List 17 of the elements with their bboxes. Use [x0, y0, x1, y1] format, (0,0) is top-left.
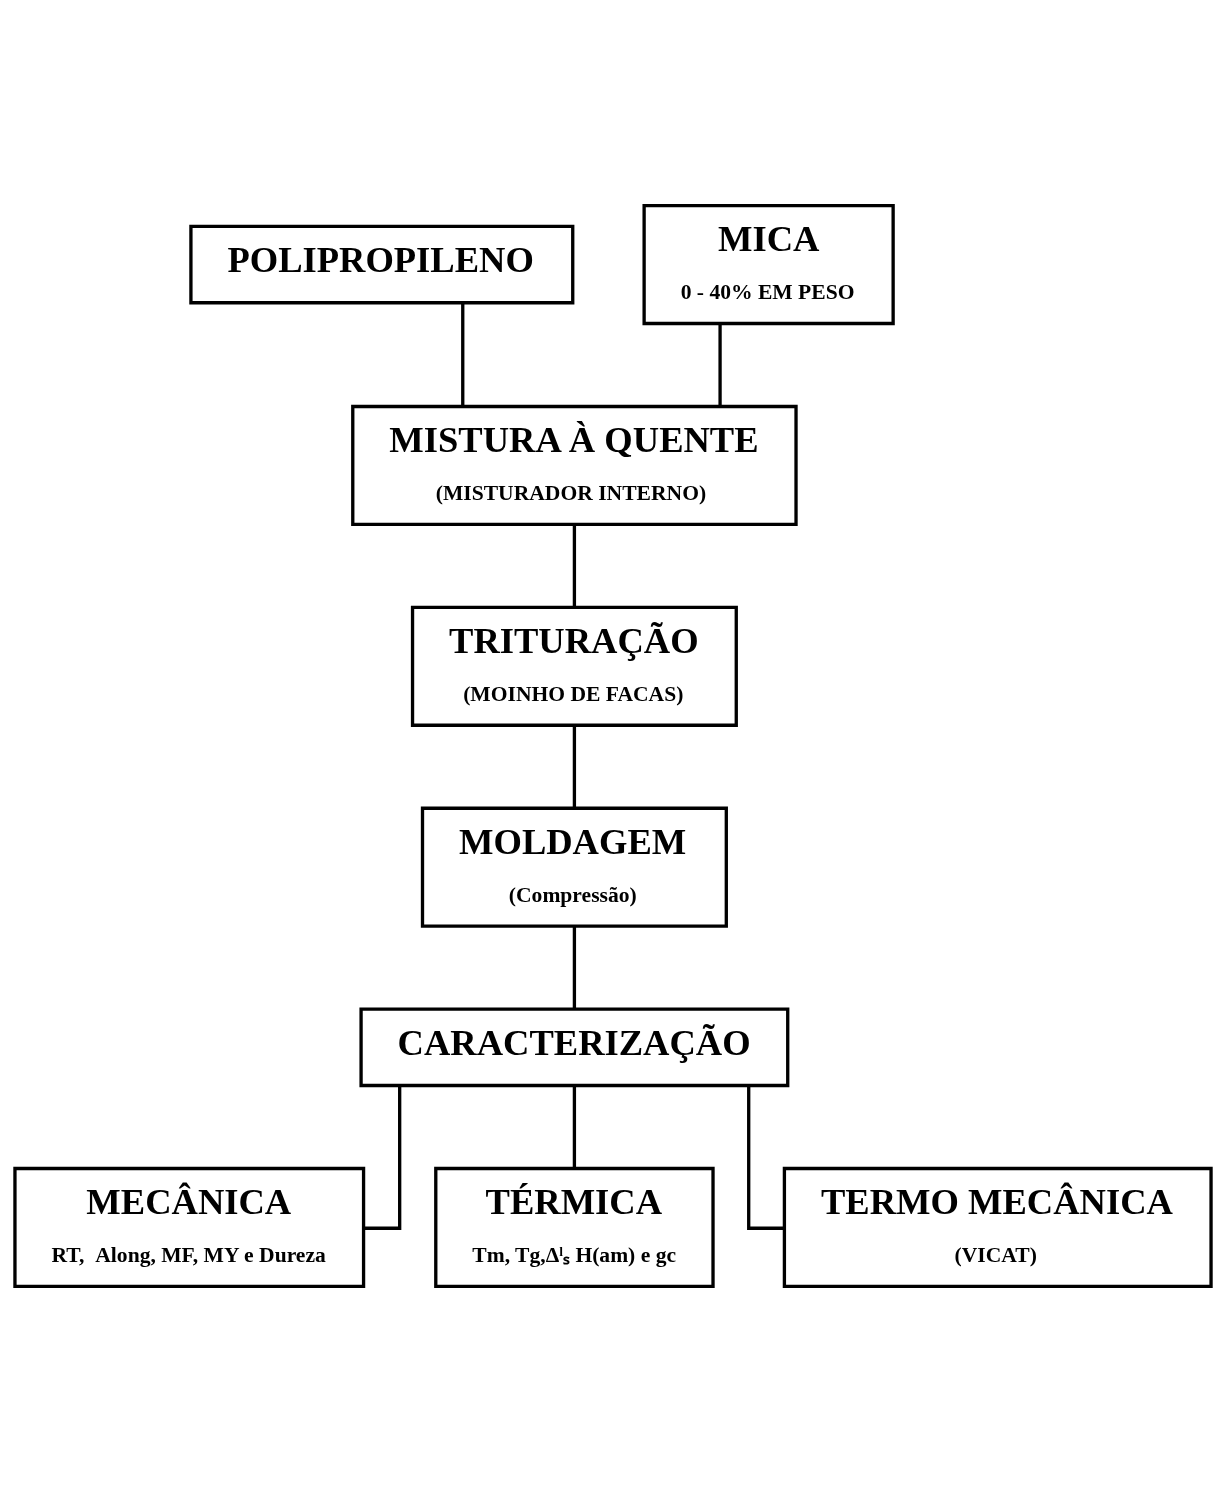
connector: [364, 1085, 402, 1230]
node-box: TÉRMICA Tm, Tg,Δˡₛ H(am) e gc: [434, 1166, 715, 1288]
connector: [572, 725, 577, 808]
connector: [718, 323, 722, 406]
node-box: TRITURAÇÃO (MOINHO DE FACAS): [410, 605, 738, 727]
connector: [572, 925, 577, 1009]
connector: [747, 1085, 785, 1230]
connector: [572, 1085, 577, 1168]
node-box: MOLDAGEM (Compressão): [420, 806, 728, 928]
node-box: CARACTERIZAÇÃO: [359, 1006, 790, 1087]
node-box: TERMO MECÂNICA (VICAT): [782, 1166, 1213, 1288]
connector: [572, 524, 577, 607]
connector: [461, 302, 465, 406]
node-box: POLIPROPILENO: [189, 224, 575, 304]
node-box: MECÂNICA RT, Along, MF, MY e Dureza: [13, 1166, 366, 1288]
node-box: MISTURA À QUENTE (MISTURADOR INTERNO): [351, 404, 798, 526]
node-box: MICA 0 - 40% EM PESO: [642, 203, 895, 325]
